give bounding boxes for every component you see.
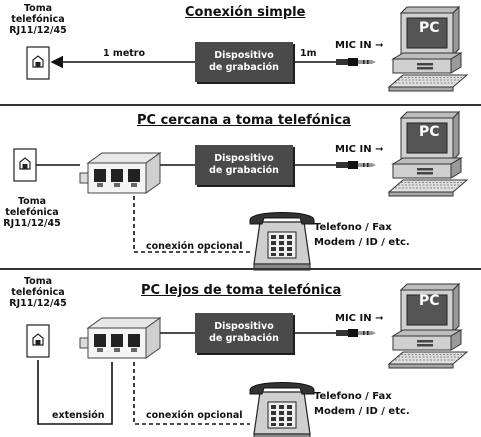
pc-label: PC — [419, 20, 440, 36]
wall-outlet-icon — [26, 324, 50, 358]
section-divider — [0, 268, 481, 270]
optional-connection-label: conexión opcional — [146, 410, 243, 421]
extension-cable — [37, 360, 113, 425]
panel-title: Conexión simple — [185, 5, 306, 20]
pc-label: PC — [419, 293, 440, 309]
pc-label: PC — [419, 124, 440, 140]
optional-connection-label: conexión opcional — [146, 241, 243, 252]
outlet-label: Toma telefónica RJ11/12/45 — [9, 276, 67, 309]
triple-adapter-icon — [79, 152, 161, 194]
mic-in-label: MIC IN ➞ — [335, 40, 384, 51]
wall-outlet-icon — [26, 46, 50, 80]
mic-in-label: MIC IN ➞ — [335, 144, 384, 155]
arrow-right-icon: ➞ — [375, 313, 384, 324]
outlet-label: Toma telefónica RJ11/12/45 — [9, 3, 67, 36]
arrow-right-icon: ➞ — [375, 40, 384, 51]
panel-title: PC lejos de toma telefónica — [141, 283, 342, 298]
telephone-icon — [249, 211, 315, 271]
cable-length-label: 1m — [300, 48, 317, 59]
recording-device-box: Dispositivo de grabación — [195, 42, 293, 82]
section-divider — [0, 104, 481, 106]
wall-outlet-icon — [13, 148, 37, 182]
outlet-label: Toma telefónica RJ11/12/45 — [3, 196, 61, 229]
device-list-label: Telefono / Fax Modem / ID / etc. — [314, 391, 410, 417]
panel-title: PC cercana a toma telefónica — [137, 113, 351, 128]
audio-jack-icon — [336, 58, 376, 66]
panel-3-graphics — [26, 283, 468, 437]
triple-adapter-icon — [79, 317, 161, 359]
panel-1-graphics — [26, 6, 468, 92]
recording-device-box: Dispositivo de grabación — [195, 313, 293, 353]
panel-2-graphics — [13, 111, 468, 271]
cable-length-label: 1 metro — [103, 48, 146, 59]
arrow-right-icon: ➞ — [375, 144, 384, 155]
optional-connection-line — [133, 196, 250, 253]
recording-device-box: Dispositivo de grabación — [195, 145, 293, 185]
audio-jack-icon — [336, 329, 376, 337]
device-list-label: Telefono / Fax Modem / ID / etc. — [314, 222, 410, 248]
telephone-icon — [249, 381, 315, 437]
extension-label: extensión — [52, 410, 105, 421]
audio-jack-icon — [336, 161, 376, 169]
mic-in-label: MIC IN ➞ — [335, 313, 384, 324]
